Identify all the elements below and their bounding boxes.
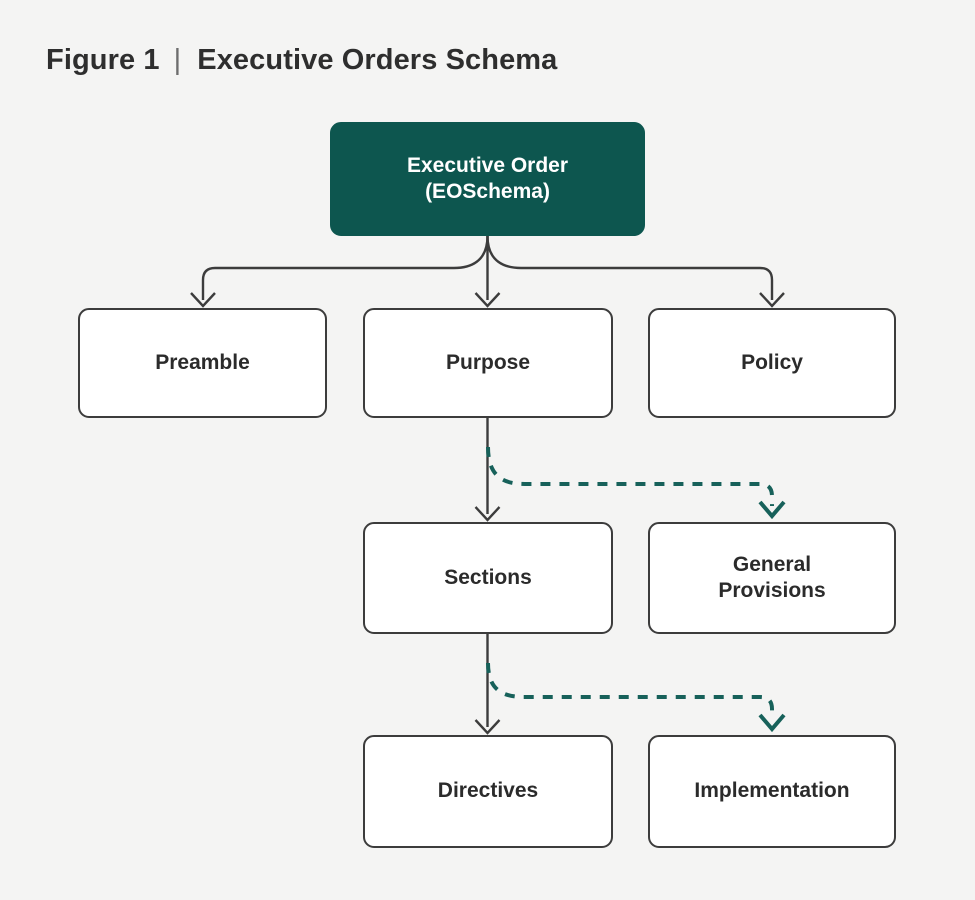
edge-sections-to-implementation <box>486 662 774 719</box>
node-purpose-label: Purpose <box>445 350 531 374</box>
node-preamble[interactable]: Preamble <box>78 308 327 418</box>
figure-title: Figure 1 | Executive Orders Schema <box>46 44 557 77</box>
edge-eo-to-policy-path <box>486 235 774 300</box>
arrowhead-purpose-icon <box>474 292 501 308</box>
node-directives-label: Directives <box>437 779 539 803</box>
edge-sections-to-implementation-path <box>486 662 774 719</box>
arrowhead-preamble-icon <box>190 292 216 308</box>
node-sections-label: Sections <box>444 565 532 589</box>
node-policy-label: Policy <box>741 350 803 374</box>
node-executive-order-label: Executive Order (EOSchema) <box>406 153 569 203</box>
node-implementation-label: Implementation <box>694 779 850 803</box>
node-general-provisions-label: General Provisions <box>718 552 826 602</box>
node-executive-order[interactable]: Executive Order (EOSchema) <box>330 122 645 236</box>
node-implementation[interactable]: Implementation <box>648 735 896 848</box>
node-directives[interactable]: Directives <box>363 735 613 848</box>
arrowhead-policy-icon <box>759 292 785 308</box>
node-general-provisions[interactable]: General Provisions <box>648 522 896 634</box>
dashed-arrowhead-implementation <box>758 713 786 733</box>
arrowhead-general-provisions-icon <box>758 500 786 520</box>
arrowhead-directives-icon <box>474 719 501 735</box>
edge-purpose-to-general-provisions-path <box>486 446 774 506</box>
figure-title-text: Executive Orders Schema <box>197 44 558 76</box>
edge-eo-to-preamble-path <box>201 235 489 300</box>
node-purpose[interactable]: Purpose <box>363 308 613 418</box>
node-policy[interactable]: Policy <box>648 308 896 418</box>
node-preamble-label: Preamble <box>155 350 250 374</box>
arrowhead-sections-icon <box>474 506 501 522</box>
dashed-arrowhead-general-provisions <box>758 500 786 520</box>
figure-number: Figure 1 <box>46 44 160 76</box>
figure-title-separator: | <box>173 44 182 76</box>
edge-purpose-to-general-provisions <box>486 446 774 506</box>
node-sections[interactable]: Sections <box>363 522 613 634</box>
arrowhead-implementation-icon <box>758 713 786 733</box>
